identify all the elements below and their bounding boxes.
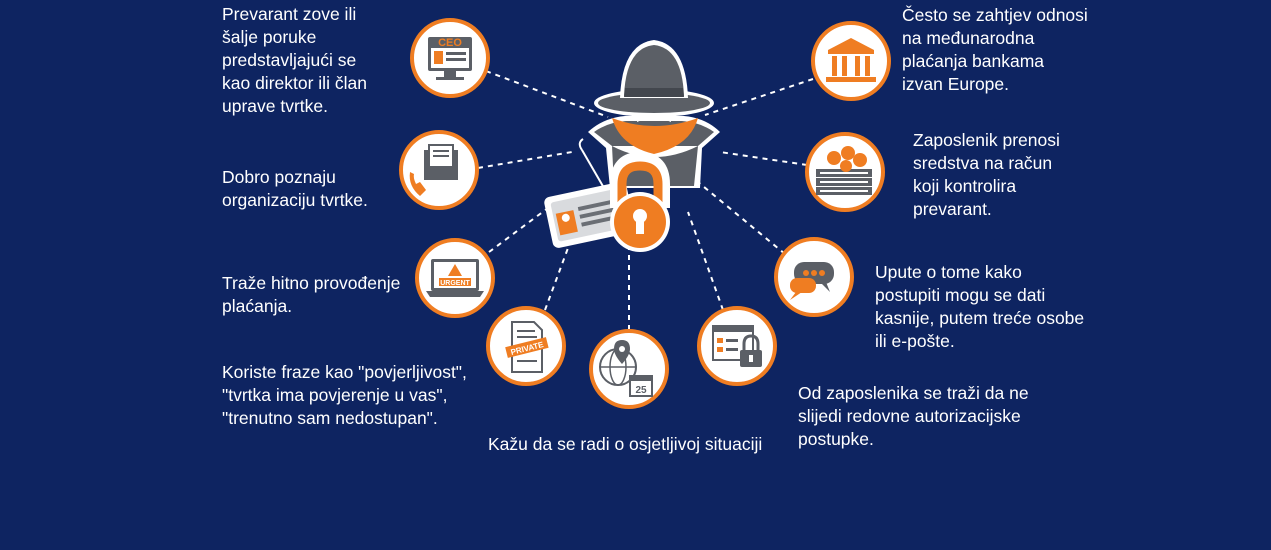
label-knows-organization: Dobro poznaju organizaciju tvrtke. — [222, 167, 368, 210]
hacker-spy-icon — [544, 40, 720, 252]
urgent-text: URGENT — [440, 280, 470, 287]
lock-browser-icon — [697, 306, 777, 386]
label-instructions-later: Upute o tome kako postupiti mogu se dati… — [875, 262, 1085, 351]
label-director: Prevarant zove ili šalje poruke predstav… — [222, 4, 367, 116]
connector-bank — [704, 78, 814, 116]
urgent-laptop-icon: URGENT — [415, 238, 495, 318]
connector-lock — [687, 211, 724, 311]
ceo-computer-icon: CEO — [410, 18, 490, 98]
connector-ceo — [485, 70, 609, 118]
connector-private — [544, 247, 569, 311]
label-sensitive-situation: Kažu da se radi o osjetljivoj situaciji — [488, 434, 763, 454]
chat-bubbles-icon — [774, 237, 854, 317]
connector-money — [719, 151, 808, 166]
money-stack-icon — [805, 132, 885, 212]
mail-phone-icon — [399, 130, 479, 210]
connector-mail — [477, 151, 573, 169]
label-urgent-payment: Traže hitno provođenje plaćanja. — [222, 273, 401, 316]
label-transfer-funds: Zaposlenik prenosi sredstva na račun koj… — [913, 130, 1060, 219]
location-calendar-icon: 25 — [589, 329, 669, 409]
connector-chat — [697, 181, 786, 255]
connector-lines — [477, 70, 814, 330]
label-bank-payments: Često se zahtjev odnosi na međunarodna p… — [902, 5, 1088, 94]
private-document-icon: PRIVATE — [486, 306, 566, 386]
calendar-text: 25 — [635, 385, 647, 396]
connector-urgent — [488, 207, 549, 253]
bank-building-icon — [811, 21, 891, 101]
label-phrases: Koriste fraze kao "povjerljivost", "tvrt… — [222, 362, 467, 428]
label-skip-authorization: Od zaposlenika se traži da ne slijedi re… — [798, 383, 1029, 449]
ceo-text: CEO — [438, 37, 462, 49]
